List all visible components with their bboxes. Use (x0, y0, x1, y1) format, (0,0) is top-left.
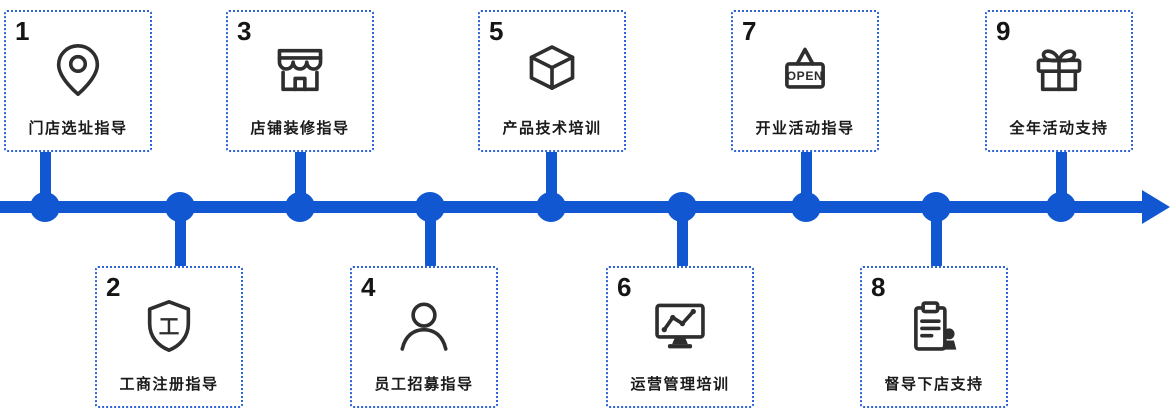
step-label: 店铺装修指导 (250, 120, 350, 137)
step-number: 3 (237, 16, 252, 46)
timeline-dot (30, 192, 60, 222)
step-label: 开业活动指导 (755, 120, 855, 137)
timeline-dot (667, 192, 697, 222)
timeline-dot (921, 192, 951, 222)
monitor-chart-icon (651, 268, 709, 373)
timeline-connector (546, 146, 557, 210)
open-sign-icon: OPEN (776, 12, 834, 117)
storefront-icon (271, 12, 329, 117)
person-icon (395, 268, 453, 373)
location-pin-icon (49, 12, 107, 117)
step-label: 全年活动支持 (1009, 120, 1109, 137)
step-4-box: 4 员工招募指导 (350, 266, 498, 408)
step-number: 8 (871, 272, 886, 302)
step-9-box: 9 全年活动支持 (985, 10, 1133, 152)
timeline-dot (285, 192, 315, 222)
timeline-arrowhead (1142, 190, 1170, 224)
shield-icon-text: 工 (159, 315, 180, 338)
step-8-box: 8 督导下店支持 (860, 266, 1008, 408)
timeline-connector (1056, 146, 1067, 210)
step-number: 7 (742, 16, 757, 46)
step-7-box: 7 OPEN 开业活动指导 (731, 10, 879, 152)
timeline-connector (931, 204, 942, 270)
timeline-connector (295, 146, 306, 210)
clipboard-stamp-icon (905, 268, 963, 373)
timeline-connector (677, 204, 688, 270)
open-sign-text: OPEN (787, 69, 824, 83)
step-label: 员工招募指导 (374, 376, 474, 393)
step-label: 工商注册指导 (119, 376, 219, 393)
cube-icon (523, 12, 581, 117)
gift-icon (1030, 12, 1088, 117)
step-6-box: 6 运营管理培训 (606, 266, 754, 408)
shield-icon: 工 (140, 268, 198, 373)
timeline-dot (536, 192, 566, 222)
step-1-box: 1 门店选址指导 (4, 10, 152, 152)
timeline-dot (1046, 192, 1076, 222)
step-label: 产品技术培训 (502, 120, 602, 137)
step-label: 督导下店支持 (884, 376, 984, 393)
step-number: 5 (489, 16, 504, 46)
timeline-connector (40, 146, 51, 210)
step-number: 1 (15, 16, 30, 46)
timeline-connector (801, 146, 812, 210)
timeline-dot (791, 192, 821, 222)
step-number: 2 (106, 272, 121, 302)
timeline-dot (415, 192, 445, 222)
step-label: 门店选址指导 (28, 120, 128, 137)
step-2-box: 2 工 工商注册指导 (95, 266, 243, 408)
timeline-connector (175, 204, 186, 270)
step-3-box: 3 店铺装修指导 (226, 10, 374, 152)
step-label: 运营管理培训 (630, 376, 730, 393)
timeline-connector (425, 204, 436, 270)
timeline-dot (165, 192, 195, 222)
step-number: 6 (617, 272, 632, 302)
step-5-box: 5 产品技术培训 (478, 10, 626, 152)
step-number: 9 (996, 16, 1011, 46)
step-number: 4 (361, 272, 376, 302)
